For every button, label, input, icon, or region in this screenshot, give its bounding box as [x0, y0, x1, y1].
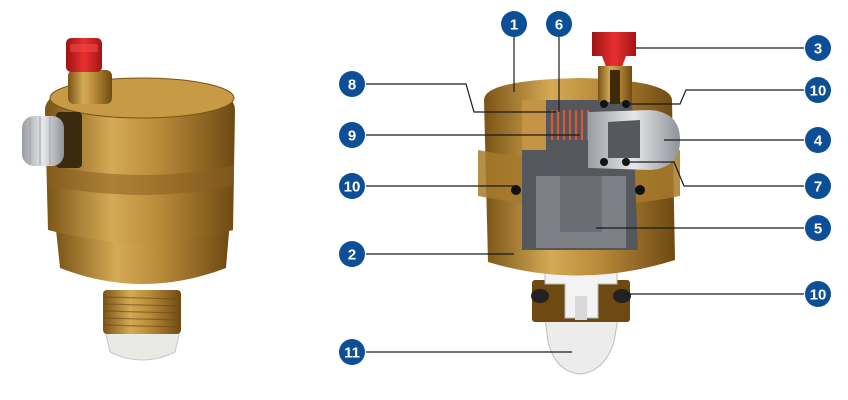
valve-exterior-illustration — [22, 38, 235, 361]
svg-text:8: 8 — [348, 77, 356, 94]
callout-10-left: 10 — [339, 173, 365, 199]
callout-9: 9 — [339, 122, 365, 148]
callout-1: 1 — [501, 11, 527, 37]
callout-7: 7 — [805, 173, 831, 199]
leader-lines — [366, 36, 804, 353]
svg-text:3: 3 — [814, 41, 822, 58]
svg-text:1: 1 — [510, 17, 518, 34]
svg-text:9: 9 — [348, 128, 356, 145]
callout-5: 5 — [805, 215, 831, 241]
svg-text:6: 6 — [555, 17, 563, 34]
svg-text:7: 7 — [814, 179, 822, 196]
svg-text:11: 11 — [344, 345, 360, 362]
svg-text:2: 2 — [348, 247, 356, 264]
callout-10-lower: 10 — [805, 281, 831, 307]
svg-text:10: 10 — [810, 83, 827, 100]
callout-6: 6 — [546, 11, 572, 37]
callout-2: 2 — [339, 241, 365, 267]
leader-10-upper — [626, 89, 804, 105]
callout-4: 4 — [805, 127, 831, 153]
callout-3: 3 — [805, 35, 831, 61]
callout-10-upper: 10 — [805, 77, 831, 103]
svg-text:10: 10 — [810, 287, 827, 304]
leader-7 — [626, 161, 804, 187]
callout-8: 8 — [339, 71, 365, 97]
svg-text:4: 4 — [814, 133, 823, 150]
leader-8 — [366, 83, 556, 113]
svg-text:5: 5 — [814, 221, 822, 238]
svg-text:10: 10 — [344, 179, 361, 196]
callout-11: 11 — [339, 339, 365, 365]
valve-cutaway-illustration — [478, 32, 680, 375]
